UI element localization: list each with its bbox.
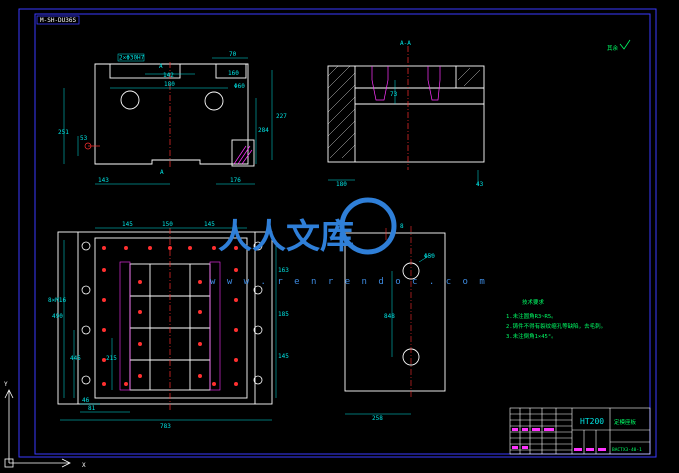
svg-text:445: 445 — [70, 355, 81, 362]
front-view-bolt-pattern — [102, 246, 238, 386]
watermark-ring-icon — [339, 197, 397, 255]
svg-text:145: 145 — [278, 353, 289, 360]
svg-text:163: 163 — [278, 267, 289, 274]
svg-text:490: 490 — [52, 313, 63, 320]
top-view[interactable]: 70 142 180 160 227 251 284 53 143 176 Φ6… — [58, 51, 287, 185]
ucs-axis-icon — [4, 389, 71, 468]
axis-y-label: Y — [4, 381, 8, 388]
watermark-url: w w w . r e n r e n d o c . c o m — [210, 277, 488, 287]
svg-text:783: 783 — [160, 423, 171, 430]
top-view-callout: 2×Φ30H7 — [117, 53, 145, 62]
svg-text:215: 215 — [106, 355, 117, 362]
svg-text:2×Φ30H7: 2×Φ30H7 — [119, 55, 145, 62]
drawing-tag: M-SH-DU36S — [36, 15, 80, 25]
svg-text:46: 46 — [82, 397, 90, 404]
title-block[interactable]: HT200 定模座板 BACTX3-40-1 — [509, 407, 651, 455]
svg-text:185: 185 — [278, 311, 289, 318]
side-view-dims: Φ50 848 258 8 — [372, 223, 435, 422]
svg-text:81: 81 — [88, 405, 96, 412]
title-block-drawing-no: BACTX3-40-1 — [612, 447, 642, 453]
svg-text:145: 145 — [204, 221, 215, 228]
section-view-dims: 180 43 73 — [336, 91, 484, 188]
axis-x-label: X — [82, 462, 86, 469]
front-view-dims: 145 150 145 163 185 145 445 215 490 46 8… — [52, 221, 289, 430]
svg-text:180: 180 — [336, 181, 347, 188]
section-view[interactable]: A-A 180 43 73 — [327, 40, 485, 188]
svg-text:176: 176 — [230, 177, 241, 184]
svg-text:180: 180 — [164, 81, 175, 88]
tech-requirements: 技术要求 1.未注圆角R3~R5。 2.铸件不得有裂纹缩孔等缺陷，去毛刺。 3.… — [506, 298, 606, 340]
top-view-dims: 70 142 180 160 227 251 284 53 143 176 Φ6… — [58, 51, 287, 184]
title-block-part-name: 定模座板 — [614, 418, 637, 426]
title-block-material: HT200 — [580, 417, 604, 426]
roughness-note: 其余 — [607, 39, 631, 52]
svg-text:160: 160 — [228, 70, 239, 77]
svg-text:43: 43 — [476, 181, 484, 188]
svg-text:145: 145 — [122, 221, 133, 228]
roughness-note-text: 其余 — [607, 44, 619, 52]
section-label: A-A — [400, 40, 411, 47]
svg-text:143: 143 — [98, 177, 109, 184]
svg-text:Φ50: Φ50 — [424, 253, 435, 260]
svg-text:Φ60: Φ60 — [234, 83, 245, 90]
svg-text:251: 251 — [58, 129, 69, 136]
watermark-text: 人人文库 — [218, 217, 354, 257]
svg-text:8: 8 — [400, 223, 404, 230]
svg-text:150: 150 — [162, 221, 173, 228]
svg-text:284: 284 — [258, 127, 269, 134]
section-mark-top: A — [159, 63, 163, 70]
svg-text:53: 53 — [80, 135, 88, 142]
front-view-holes — [81, 241, 263, 385]
svg-text:848: 848 — [384, 313, 395, 320]
svg-text:70: 70 — [229, 51, 237, 58]
front-view-hole-label: 8×M16 — [48, 297, 66, 304]
svg-text:142: 142 — [163, 72, 174, 79]
svg-text:73: 73 — [390, 91, 398, 98]
svg-text:258: 258 — [372, 415, 383, 422]
tech-req-title: 技术要求 — [522, 298, 545, 306]
drawing-tag-text: M-SH-DU36S — [40, 17, 77, 24]
roughness-symbol-icon — [619, 39, 631, 50]
svg-text:227: 227 — [276, 113, 287, 120]
watermark: 人人文库 w w w . r e n r e n d o c . c o m — [210, 197, 488, 287]
section-mark-bottom: A — [160, 169, 164, 176]
tech-req-line: 1.未注圆角R3~R5。 — [506, 312, 557, 320]
tech-req-line: 3.未注倒角1×45°。 — [506, 332, 557, 340]
tech-req-line: 2.铸件不得有裂纹缩孔等缺陷，去毛刺。 — [506, 322, 606, 330]
front-view[interactable]: 145 150 145 163 185 145 445 215 490 46 8… — [48, 221, 289, 430]
drawing-frame — [18, 8, 657, 458]
